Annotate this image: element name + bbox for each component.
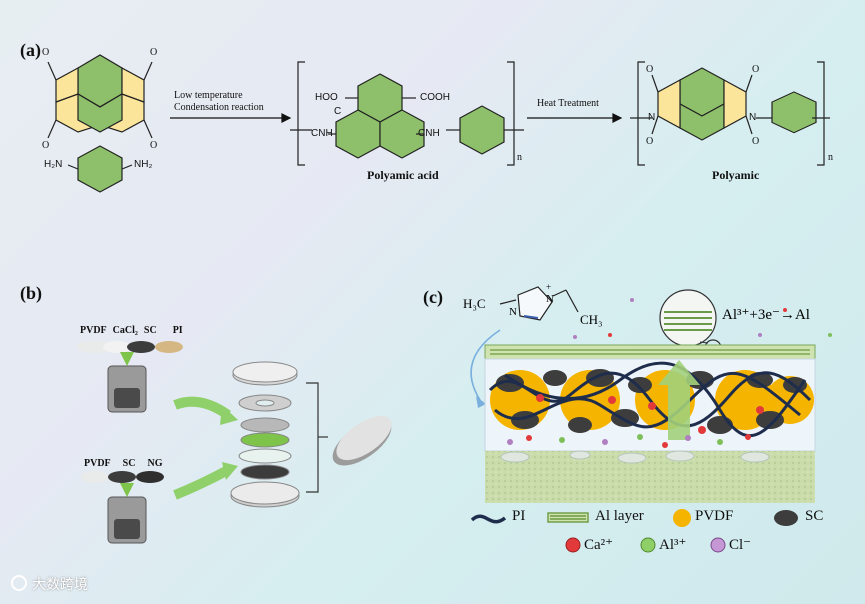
- legend-pi-label: PI: [512, 508, 526, 524]
- arrow-heat: [527, 113, 623, 123]
- legend-al-icon: [640, 537, 656, 553]
- cation-n1: N: [509, 306, 517, 318]
- powder-pvdf-top: [77, 341, 113, 353]
- hooc-c-label: C: [334, 106, 342, 117]
- arrow-condensation: [170, 113, 292, 123]
- material-label: CaCl₂: [112, 325, 138, 336]
- powder-sc-top: [127, 341, 155, 353]
- top-materials-labels: PVDF CaCl₂ SC PI: [80, 325, 183, 336]
- arrow2-label: Heat Treatment: [537, 98, 599, 109]
- diamine-molecule: [67, 145, 133, 193]
- imidazolium-cation: [499, 286, 579, 321]
- cation-plus: +: [546, 282, 552, 292]
- legend-cl-label: Cl⁻: [729, 537, 752, 553]
- imide-n-right: N: [749, 112, 757, 123]
- legend-ca-label: Ca²⁺: [584, 537, 614, 553]
- oxygen-label-2: O: [150, 47, 158, 58]
- legend-pi-icon: [470, 514, 507, 524]
- material-label: PI: [172, 325, 183, 336]
- oxygen-label-3: O: [42, 140, 50, 151]
- powder-ng: [136, 471, 164, 483]
- imide-o-1: O: [646, 64, 654, 75]
- reaction-equation: Al³⁺+3e⁻→Al: [722, 307, 810, 323]
- legend-cl-icon: [710, 537, 726, 553]
- legend-sc-label: SC: [805, 508, 824, 524]
- amine-right-label: NH₂: [134, 159, 153, 170]
- coin-cell-stack: [230, 361, 300, 508]
- oxygen-label-1: O: [42, 47, 50, 58]
- material-label: SC: [122, 458, 136, 469]
- powder-pvdf-bottom: [81, 471, 109, 483]
- cnh-left-label: CNH: [311, 128, 333, 139]
- imide-o-2: O: [752, 64, 760, 75]
- sc-particles: [496, 369, 807, 434]
- hooc-label: HOO: [315, 92, 338, 103]
- powder-sc-bottom: [108, 471, 136, 483]
- magnified-al-layer: [664, 311, 712, 331]
- imide-n-left: N: [648, 112, 656, 123]
- beaker-bottom: [107, 483, 147, 544]
- assembled-coin-cell: [332, 415, 392, 466]
- interface-deposits: [500, 450, 770, 464]
- dianhydride-molecule: [47, 54, 153, 139]
- imide-o-3: O: [646, 136, 654, 147]
- cation-ch3: CH₃: [580, 312, 603, 327]
- material-label: SC: [143, 325, 157, 336]
- cation-n2: N: [546, 293, 554, 305]
- panel-label-a: (a): [20, 40, 41, 60]
- beaker-top: [107, 352, 147, 413]
- panel-label-c: (c): [423, 287, 443, 307]
- polyamic-acid-structure: [290, 61, 524, 166]
- ions: [507, 298, 832, 448]
- polyamic-acid-label: Polyamic acid: [367, 168, 439, 182]
- legend-pvdf-label: PVDF: [695, 508, 734, 524]
- cation-path-arrow: [470, 329, 501, 401]
- repeat-n-1: n: [517, 152, 522, 163]
- legend-al-layer-icon: [547, 512, 589, 523]
- amine-left-label: H₂N: [44, 159, 63, 170]
- repeat-n-2: n: [828, 152, 833, 163]
- powder-cacl2: [103, 341, 131, 353]
- arrow1-label-line2: Condensation reaction: [174, 102, 264, 113]
- panel-label-b: (b): [20, 283, 42, 303]
- polyimide-structure: [630, 61, 830, 166]
- watermark-text: 大数跨境: [32, 577, 88, 593]
- cation-h3c: H₃C: [463, 296, 486, 311]
- legend-al-label: Al³⁺: [659, 537, 687, 553]
- legend-sc-icon: [774, 510, 798, 526]
- arrow1-label-line1: Low temperature: [174, 90, 243, 101]
- al-deposition-arrow: [658, 360, 700, 440]
- legend-al-layer-label: Al layer: [595, 508, 644, 524]
- imide-o-4: O: [752, 136, 760, 147]
- bottom-materials-labels: PVDF SC NG: [84, 458, 162, 469]
- material-label: PVDF: [80, 325, 107, 336]
- powder-pi: [155, 341, 183, 353]
- arrow-green-bottom: [173, 465, 231, 500]
- watermark-logo-icon: [11, 575, 27, 591]
- legend-ca-icon: [565, 537, 581, 553]
- polyimide-label: Polyamic: [712, 168, 760, 182]
- cnh-right-label: CNH: [418, 128, 440, 139]
- material-label: NG: [147, 458, 163, 469]
- al-layer-electrode: [484, 344, 816, 360]
- legend-pvdf-icon: [673, 509, 691, 527]
- oxygen-label-4: O: [150, 140, 158, 151]
- cooh-label: COOH: [420, 92, 450, 103]
- material-label: PVDF: [84, 458, 111, 469]
